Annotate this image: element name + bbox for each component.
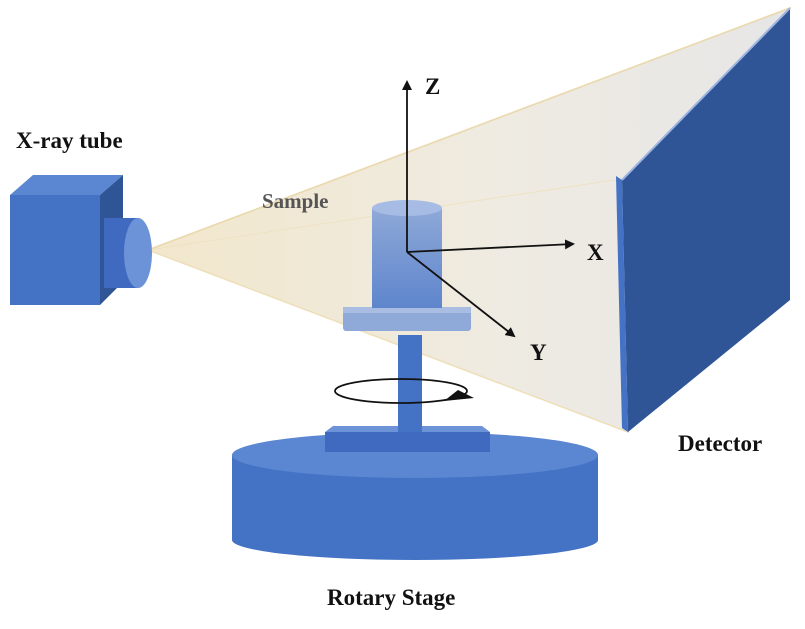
axis-y-label: Y	[530, 340, 547, 365]
coordinate-axes	[402, 80, 575, 338]
axis-x-label: X	[587, 240, 604, 265]
stage-shaft	[398, 335, 422, 432]
detector-panel	[616, 7, 791, 432]
detector-label: Detector	[678, 431, 762, 456]
rotary-stage	[232, 426, 598, 560]
rotation-arrow-icon	[334, 378, 474, 404]
axis-x-arrow	[406, 239, 575, 253]
sample-platform	[343, 307, 471, 331]
sample-label: Sample	[262, 189, 329, 213]
xray-tube-label: X-ray tube	[16, 128, 123, 153]
axis-z-label: Z	[425, 74, 440, 99]
rotary-stage-label: Rotary Stage	[327, 585, 455, 610]
axis-y-arrow	[406, 251, 516, 338]
xray-tube	[10, 175, 152, 305]
